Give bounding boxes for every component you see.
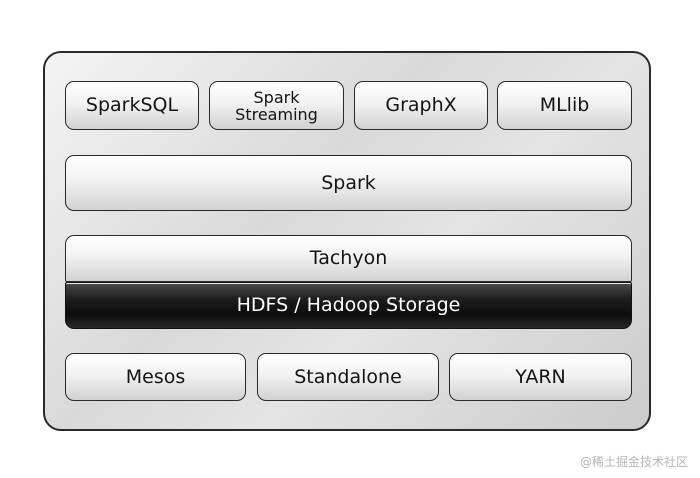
tachyon-label: Tachyon [309,247,388,269]
spark-core-block: Spark [65,155,632,211]
standalone-block: Standalone [257,353,439,401]
standalone-label: Standalone [294,365,402,388]
sparksql-label: SparkSQL [85,94,179,116]
graphx-label: GraphX [385,94,457,116]
spark-core-label: Spark [321,171,376,194]
spark-streaming-block: Spark Streaming [209,81,344,130]
mesos-block: Mesos [65,353,246,401]
graphx-block: GraphX [354,81,488,130]
yarn-label: YARN [515,365,566,388]
yarn-block: YARN [449,353,632,401]
watermark-text: @稀土掘金技术社区 [579,455,688,469]
mllib-label: MLlib [539,94,590,116]
spark-streaming-label-line2: Streaming [235,104,318,124]
hdfs-storage-block: HDFS / Hadoop Storage [65,282,632,329]
tachyon-block: Tachyon [65,235,632,282]
mesos-label: Mesos [125,365,186,388]
sparksql-block: SparkSQL [65,81,199,130]
hdfs-storage-label: HDFS / Hadoop Storage [236,294,461,316]
spark-streaming-label-line1: Spark [253,87,300,107]
mllib-block: MLlib [497,81,632,130]
